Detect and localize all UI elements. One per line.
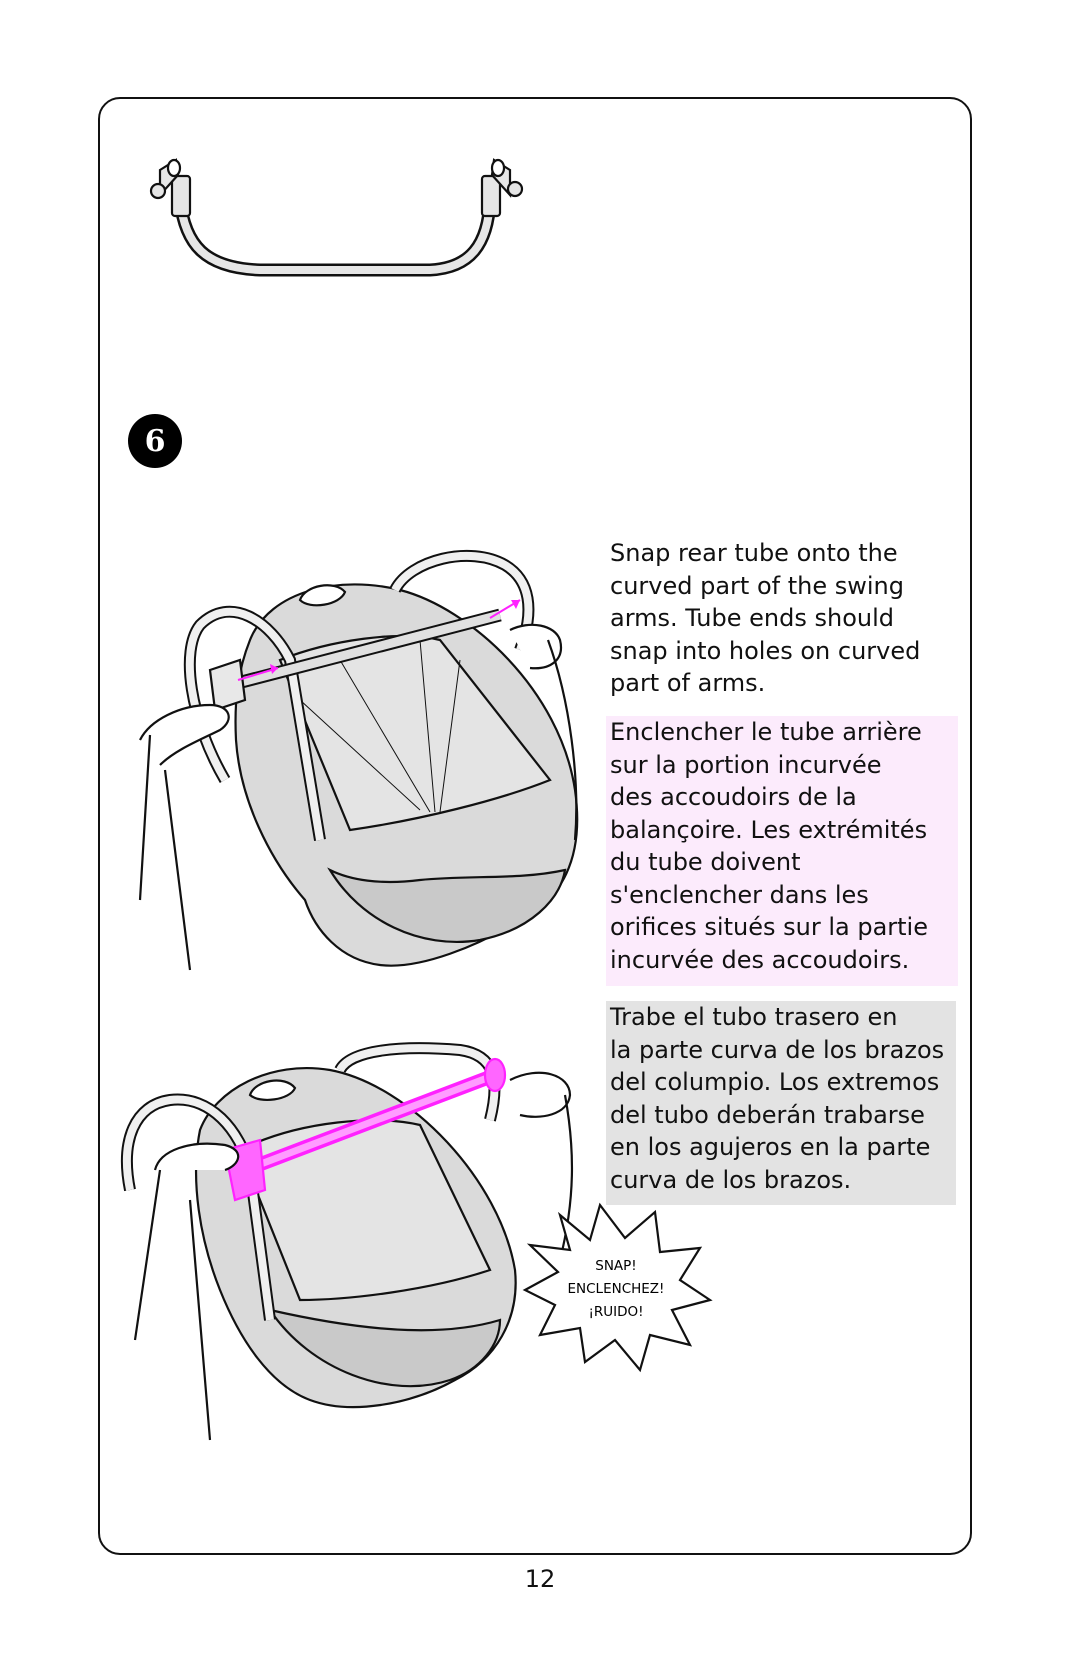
instructions-english-text: Snap rear tube onto the curved part of t… (610, 539, 921, 697)
page-number: 12 (524, 1565, 556, 1593)
upper-seat-illustration (138, 549, 579, 971)
instructions-french: Enclencher le tube arrière sur la portio… (606, 716, 958, 986)
instructions-spanish: Trabe el tubo trasero en la parte curva … (606, 1001, 956, 1205)
instructions-spanish-text: Trabe el tubo trasero en la parte curva … (610, 1003, 945, 1194)
callout-line-2: ENCLENCHEZ! (568, 1281, 665, 1297)
step-number-badge: 6 (128, 414, 182, 468)
callout-line-3: ¡RUIDO! (588, 1304, 643, 1320)
instructions-english: Snap rear tube onto the curved part of t… (610, 537, 950, 700)
lower-seat-illustration (121, 1042, 574, 1441)
callout-line-1: SNAP! (595, 1258, 636, 1274)
snap-callout-burst: SNAP! ENCLENCHEZ! ¡RUIDO! (522, 1202, 713, 1373)
instructions-french-text: Enclencher le tube arrière sur la portio… (610, 718, 928, 974)
page-frame (98, 97, 972, 1555)
rear-tube-illustration (149, 158, 524, 277)
